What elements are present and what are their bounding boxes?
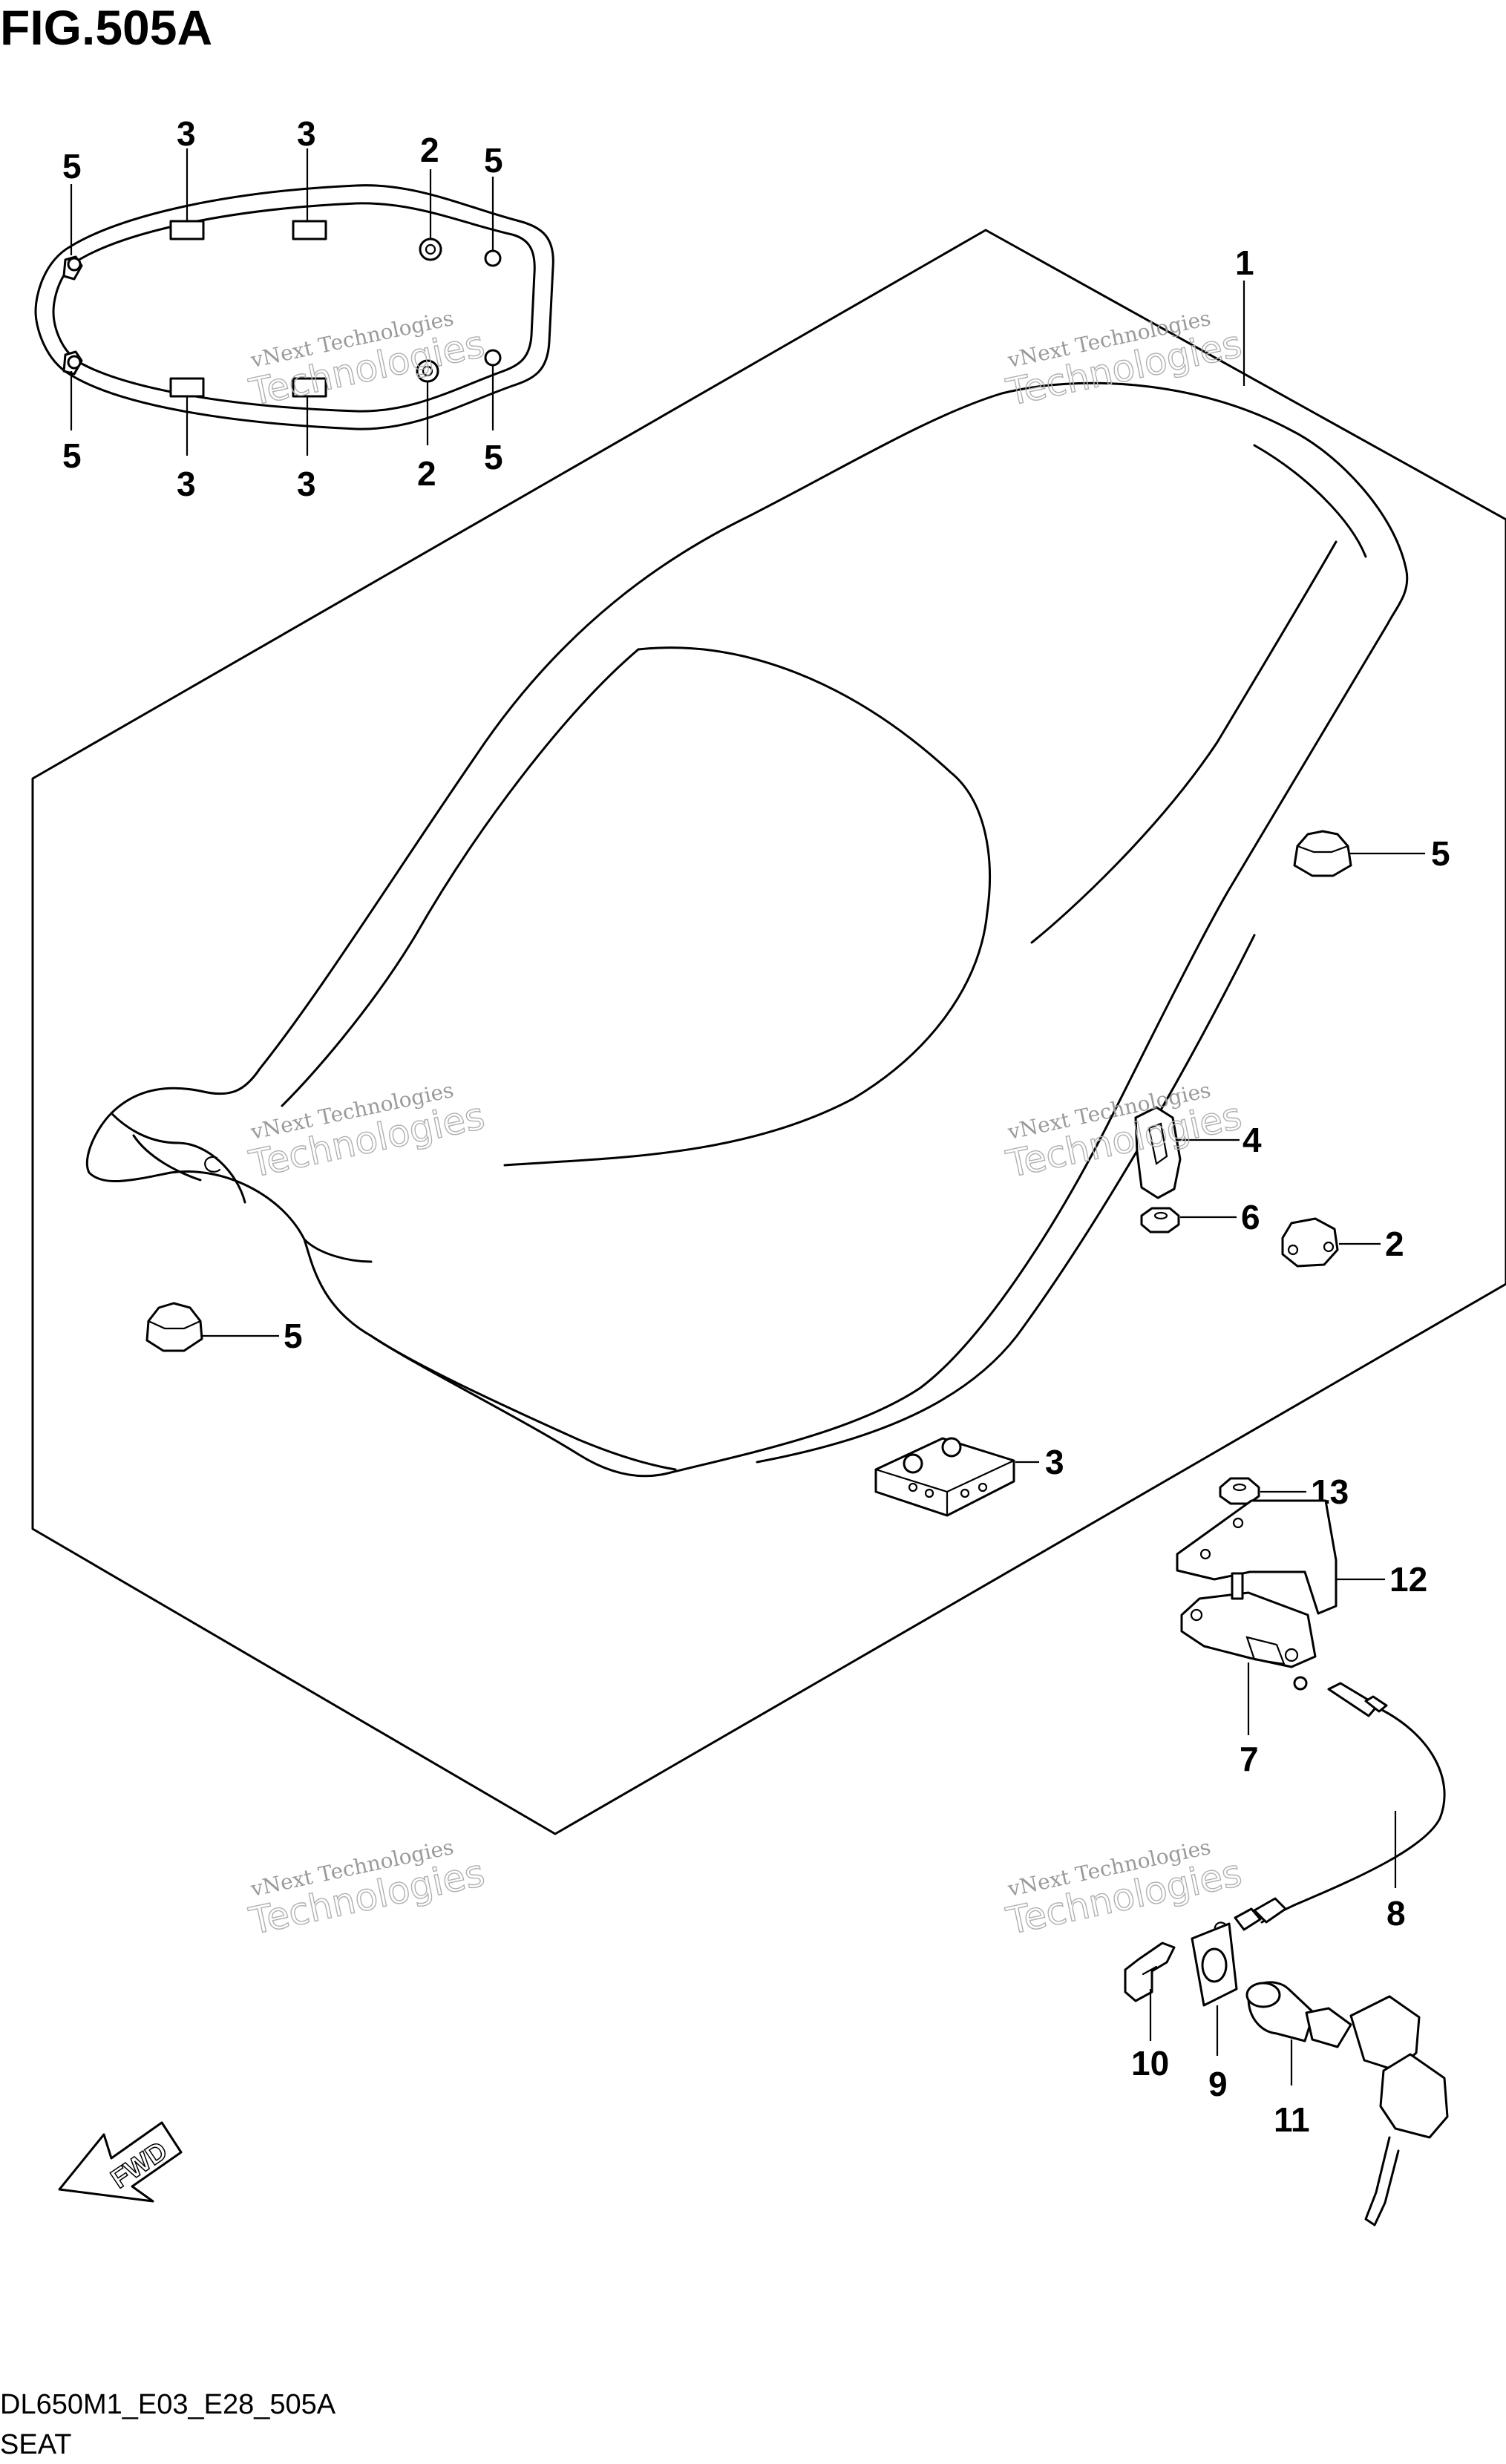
- callout-part-10: 10: [1131, 2044, 1169, 2083]
- callout-inset-top-2: 2: [420, 131, 439, 169]
- callout-part-9: 9: [1208, 2065, 1228, 2103]
- callout-part-7: 7: [1240, 1740, 1259, 1778]
- callout-inset-bottom-3-a: 3: [177, 465, 196, 503]
- figure-name: SEAT: [0, 2429, 71, 2460]
- fwd-arrow: FWD: [58, 2121, 183, 2203]
- callout-inset-top-3-b: 3: [297, 114, 316, 153]
- figure-code: DL650M1_E03_E28_505A: [0, 2389, 336, 2420]
- damper-pad-3: [874, 1437, 1015, 1517]
- inset-pad-bottom-b: [292, 377, 327, 398]
- callout-part-8: 8: [1386, 1894, 1406, 1933]
- inset-grommet-bottom-left: [62, 350, 83, 376]
- inset-pad-top-a: [169, 220, 205, 240]
- inset-grommet-top-left: [62, 255, 83, 281]
- callout-part-5-right: 5: [1431, 834, 1450, 873]
- seat-latch-7: [1180, 1572, 1317, 1691]
- cushion-2: [1281, 1217, 1339, 1268]
- callout-part-3: 3: [1045, 1443, 1064, 1481]
- grommet-left: [145, 1302, 203, 1352]
- callout-part-12: 12: [1389, 1560, 1427, 1599]
- callout-part-6: 6: [1241, 1198, 1260, 1236]
- callout-part-2: 2: [1385, 1225, 1404, 1263]
- inset-pad-top-b: [292, 220, 327, 240]
- grommet-right: [1293, 830, 1352, 877]
- clip-10: [1124, 1942, 1176, 2002]
- callout-inset-top-5-left: 5: [62, 147, 82, 186]
- callout-inset-bottom-5-left: 5: [62, 436, 82, 475]
- callout-part-5-left: 5: [284, 1317, 303, 1355]
- lock-set-11: [1245, 1981, 1449, 2227]
- callout-part-1: 1: [1235, 243, 1254, 282]
- lock-bracket-12: [1176, 1499, 1338, 1615]
- callout-inset-bottom-2: 2: [417, 454, 436, 493]
- seat-lock-cable-8: [1214, 1682, 1446, 1936]
- callout-part-4: 4: [1243, 1121, 1262, 1159]
- diagram-frame: [31, 229, 1506, 1835]
- inset-cushion-top: [419, 237, 442, 261]
- figure-title: FIG.505A: [0, 0, 212, 55]
- seat-assembly: [85, 381, 1409, 1478]
- callout-inset-bottom-5-right: 5: [484, 438, 503, 476]
- callout-inset-top-5-right: 5: [484, 141, 503, 180]
- nut-13: [1219, 1477, 1260, 1505]
- seat-hook-bracket: [1134, 1106, 1182, 1199]
- callout-inset-bottom-3-b: 3: [297, 465, 316, 503]
- inset-grommet-top-right: [484, 249, 502, 267]
- callout-inset-top-3-a: 3: [177, 114, 196, 153]
- lock-plate-9: [1191, 1922, 1238, 2007]
- nut-6: [1140, 1207, 1180, 1233]
- callout-part-11: 11: [1274, 2100, 1310, 2139]
- inset-pad-bottom-a: [169, 377, 205, 398]
- seat-underside-inset: 5 3 3 2 5 5 3 3 2 5: [34, 114, 554, 503]
